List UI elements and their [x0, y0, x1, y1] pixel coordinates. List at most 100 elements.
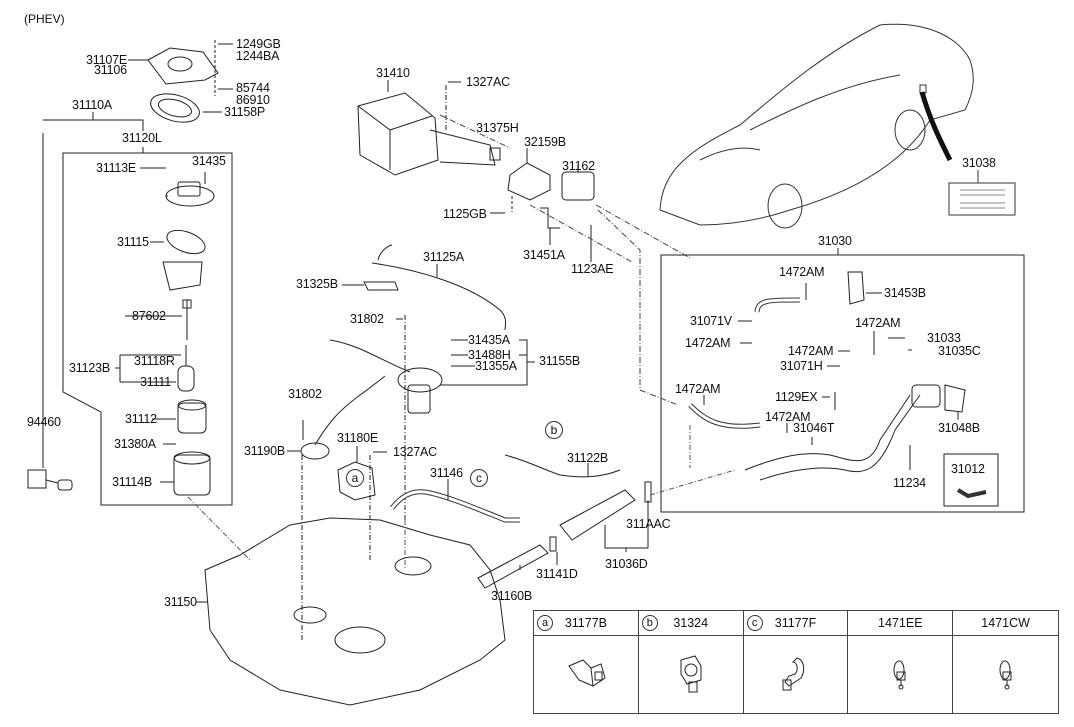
part-label-31453B[interactable]: 31453B — [884, 286, 926, 300]
part-label-31488H[interactable]: 31488H — [468, 348, 511, 362]
legend-part-number[interactable]: 1471EE — [878, 616, 923, 630]
bracket-31451A — [540, 207, 560, 229]
callout-b: b — [545, 421, 563, 439]
part-label-31035C[interactable]: 31035C — [938, 344, 981, 358]
part-label-94460[interactable]: 94460 — [27, 415, 61, 429]
clip-icon — [680, 655, 702, 693]
part-label-1327AC-top[interactable]: 1327AC — [466, 75, 510, 89]
part-label-32159B[interactable]: 32159B — [524, 135, 566, 149]
part-label-31122B[interactable]: 31122B — [567, 451, 608, 465]
part-label-1123AE[interactable]: 1123AE — [571, 262, 614, 276]
car-illustration — [659, 23, 1016, 229]
filler-neck-31036D — [559, 481, 652, 552]
part-label-31435A[interactable]: 31435A — [468, 333, 510, 347]
part-label-31107E[interactable]: 31107E — [86, 53, 127, 67]
part-label-31125A[interactable]: 31125A — [423, 250, 464, 264]
part-label-31071V[interactable]: 31071V — [690, 314, 732, 328]
part-label-311AAC[interactable]: 311AAC — [626, 517, 671, 531]
part-label-31158P[interactable]: 31158P — [224, 105, 265, 119]
part-label-31046T[interactable]: 31046T — [793, 421, 835, 435]
part-label-31155B[interactable]: 31155B — [539, 354, 580, 368]
part-label-31038[interactable]: 31038 — [962, 156, 996, 170]
sender-94460 — [27, 445, 73, 491]
flange-31155B — [329, 339, 535, 414]
part-label-31380A[interactable]: 31380A — [114, 437, 156, 451]
part-label-1472AM-2[interactable]: 1472AM — [855, 316, 901, 330]
harness-31125A — [342, 244, 507, 331]
part-label-31118R[interactable]: 31118R — [134, 354, 175, 368]
part-label-86910[interactable]: 86910 — [236, 93, 270, 107]
callout-c: c — [470, 469, 488, 487]
part-label-87602[interactable]: 87602 — [132, 309, 166, 323]
variant-label: (PHEV) — [24, 12, 65, 26]
part-label-31114B[interactable]: 31114B — [112, 475, 153, 489]
part-label-31802-upper[interactable]: 31802 — [350, 312, 384, 326]
part-label-31180E[interactable]: 31180E — [337, 431, 378, 445]
gasket-31158P — [150, 93, 222, 123]
part-label-31048B[interactable]: 31048B — [938, 421, 980, 435]
part-label-85744[interactable]: 85744 — [236, 81, 270, 95]
part-label-1129EX[interactable]: 1129EX — [775, 390, 818, 404]
legend-marker: b — [641, 615, 658, 631]
part-label-31036D[interactable]: 31036D — [605, 557, 648, 571]
pump-module — [115, 167, 215, 496]
part-label-31451A[interactable]: 31451A — [523, 248, 565, 262]
part-label-31071H[interactable]: 31071H — [780, 359, 823, 373]
part-label-31355A[interactable]: 31355A — [475, 359, 517, 373]
harness-31122B — [504, 454, 621, 478]
hose-clamp-icon — [893, 660, 906, 690]
part-label-11234[interactable]: 11234 — [893, 476, 926, 490]
part-label-1472AM-5[interactable]: 1472AM — [675, 382, 721, 396]
box-31120L — [62, 152, 233, 506]
part-label-1249GB[interactable]: 1249GB — [236, 37, 281, 51]
legend-marker: a — [537, 615, 553, 631]
part-label-31410[interactable]: 31410 — [376, 66, 410, 80]
part-label-31141D[interactable]: 31141D — [536, 567, 578, 581]
fuel-tank-31150 — [196, 517, 506, 706]
cover-31190B — [287, 375, 386, 640]
clip-icon — [782, 657, 805, 691]
part-label-31160B[interactable]: 31160B — [491, 589, 532, 603]
part-label-1472AM-3[interactable]: 1472AM — [685, 336, 731, 350]
part-label-1244BA[interactable]: 1244BA — [236, 49, 280, 63]
part-label-31120L[interactable]: 31120L — [122, 131, 162, 145]
part-label-31113E[interactable]: 31113E — [96, 161, 137, 175]
tube-31160B — [477, 536, 558, 589]
bracket-32159B — [507, 148, 551, 201]
legend-marker: c — [746, 615, 763, 631]
clip-icon — [568, 659, 606, 687]
part-label-1472AM-1[interactable]: 1472AM — [779, 265, 825, 279]
part-label-1125GB[interactable]: 1125GB — [443, 207, 487, 221]
legend-part-number[interactable]: 1471CW — [981, 616, 1030, 630]
part-label-31150[interactable]: 31150 — [164, 595, 197, 609]
part-label-31112[interactable]: 31112 — [125, 412, 157, 426]
part-label-1327AC-mid[interactable]: 1327AC — [393, 445, 437, 459]
valve-31162 — [561, 165, 595, 201]
legend-part-number[interactable]: 31177F — [774, 616, 817, 630]
legend-part-number[interactable]: 31177B — [564, 616, 607, 630]
part-label-31375H[interactable]: 31375H — [476, 121, 519, 135]
part-label-31033[interactable]: 31033 — [927, 331, 961, 345]
part-label-31162[interactable]: 31162 — [562, 159, 595, 173]
part-label-31123B[interactable]: 31123B — [69, 361, 110, 375]
legend-cell-31177F: c 31177F — [743, 611, 849, 713]
part-label-31115[interactable]: 31115 — [117, 235, 149, 249]
part-label-31146[interactable]: 31146 — [430, 466, 463, 480]
legend-part-number[interactable]: 31324 — [673, 616, 709, 630]
part-label-31106[interactable]: 31106 — [94, 63, 127, 77]
part-label-1472AM-4[interactable]: 1472AM — [788, 344, 834, 358]
canister-31410 — [357, 80, 496, 176]
part-label-1472AM-6[interactable]: 1472AM — [765, 410, 811, 424]
part-label-31802-lower[interactable]: 31802 — [288, 387, 322, 401]
part-label-31012[interactable]: 31012 — [951, 462, 985, 476]
part-label-31190B[interactable]: 31190B — [244, 444, 285, 458]
part-label-31030[interactable]: 31030 — [818, 234, 852, 248]
part-label-31435[interactable]: 31435 — [192, 154, 226, 168]
legend-cell-31177B: a 31177B — [534, 611, 639, 713]
legend-cell-1471EE: 1471EE — [848, 611, 954, 713]
part-label-31111[interactable]: 31111 — [140, 375, 171, 389]
hose-clamp-icon — [999, 660, 1012, 690]
part-label-31325B[interactable]: 31325B — [296, 277, 338, 291]
part-label-31110A[interactable]: 31110A — [72, 98, 113, 112]
